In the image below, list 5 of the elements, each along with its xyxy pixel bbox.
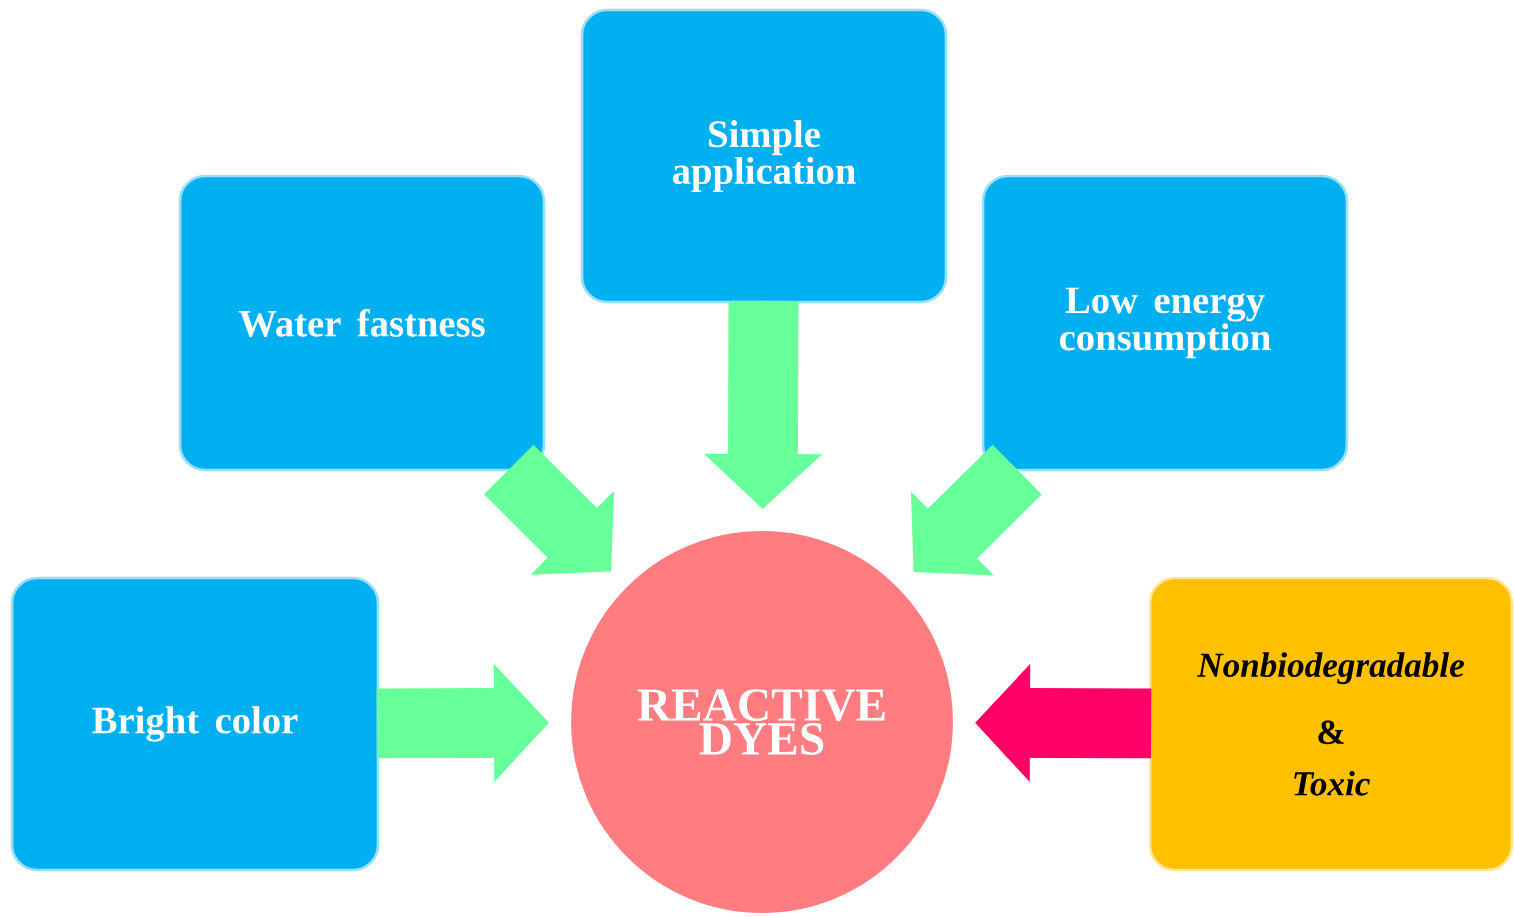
warning-box: Nonbiodegradable & Toxic (1148, 576, 1514, 872)
process-box: Water fastness (178, 174, 546, 472)
process-box: Bright color (10, 576, 380, 872)
process-box: Simple application (580, 8, 948, 304)
process-box: Low energy consumption (981, 174, 1349, 472)
